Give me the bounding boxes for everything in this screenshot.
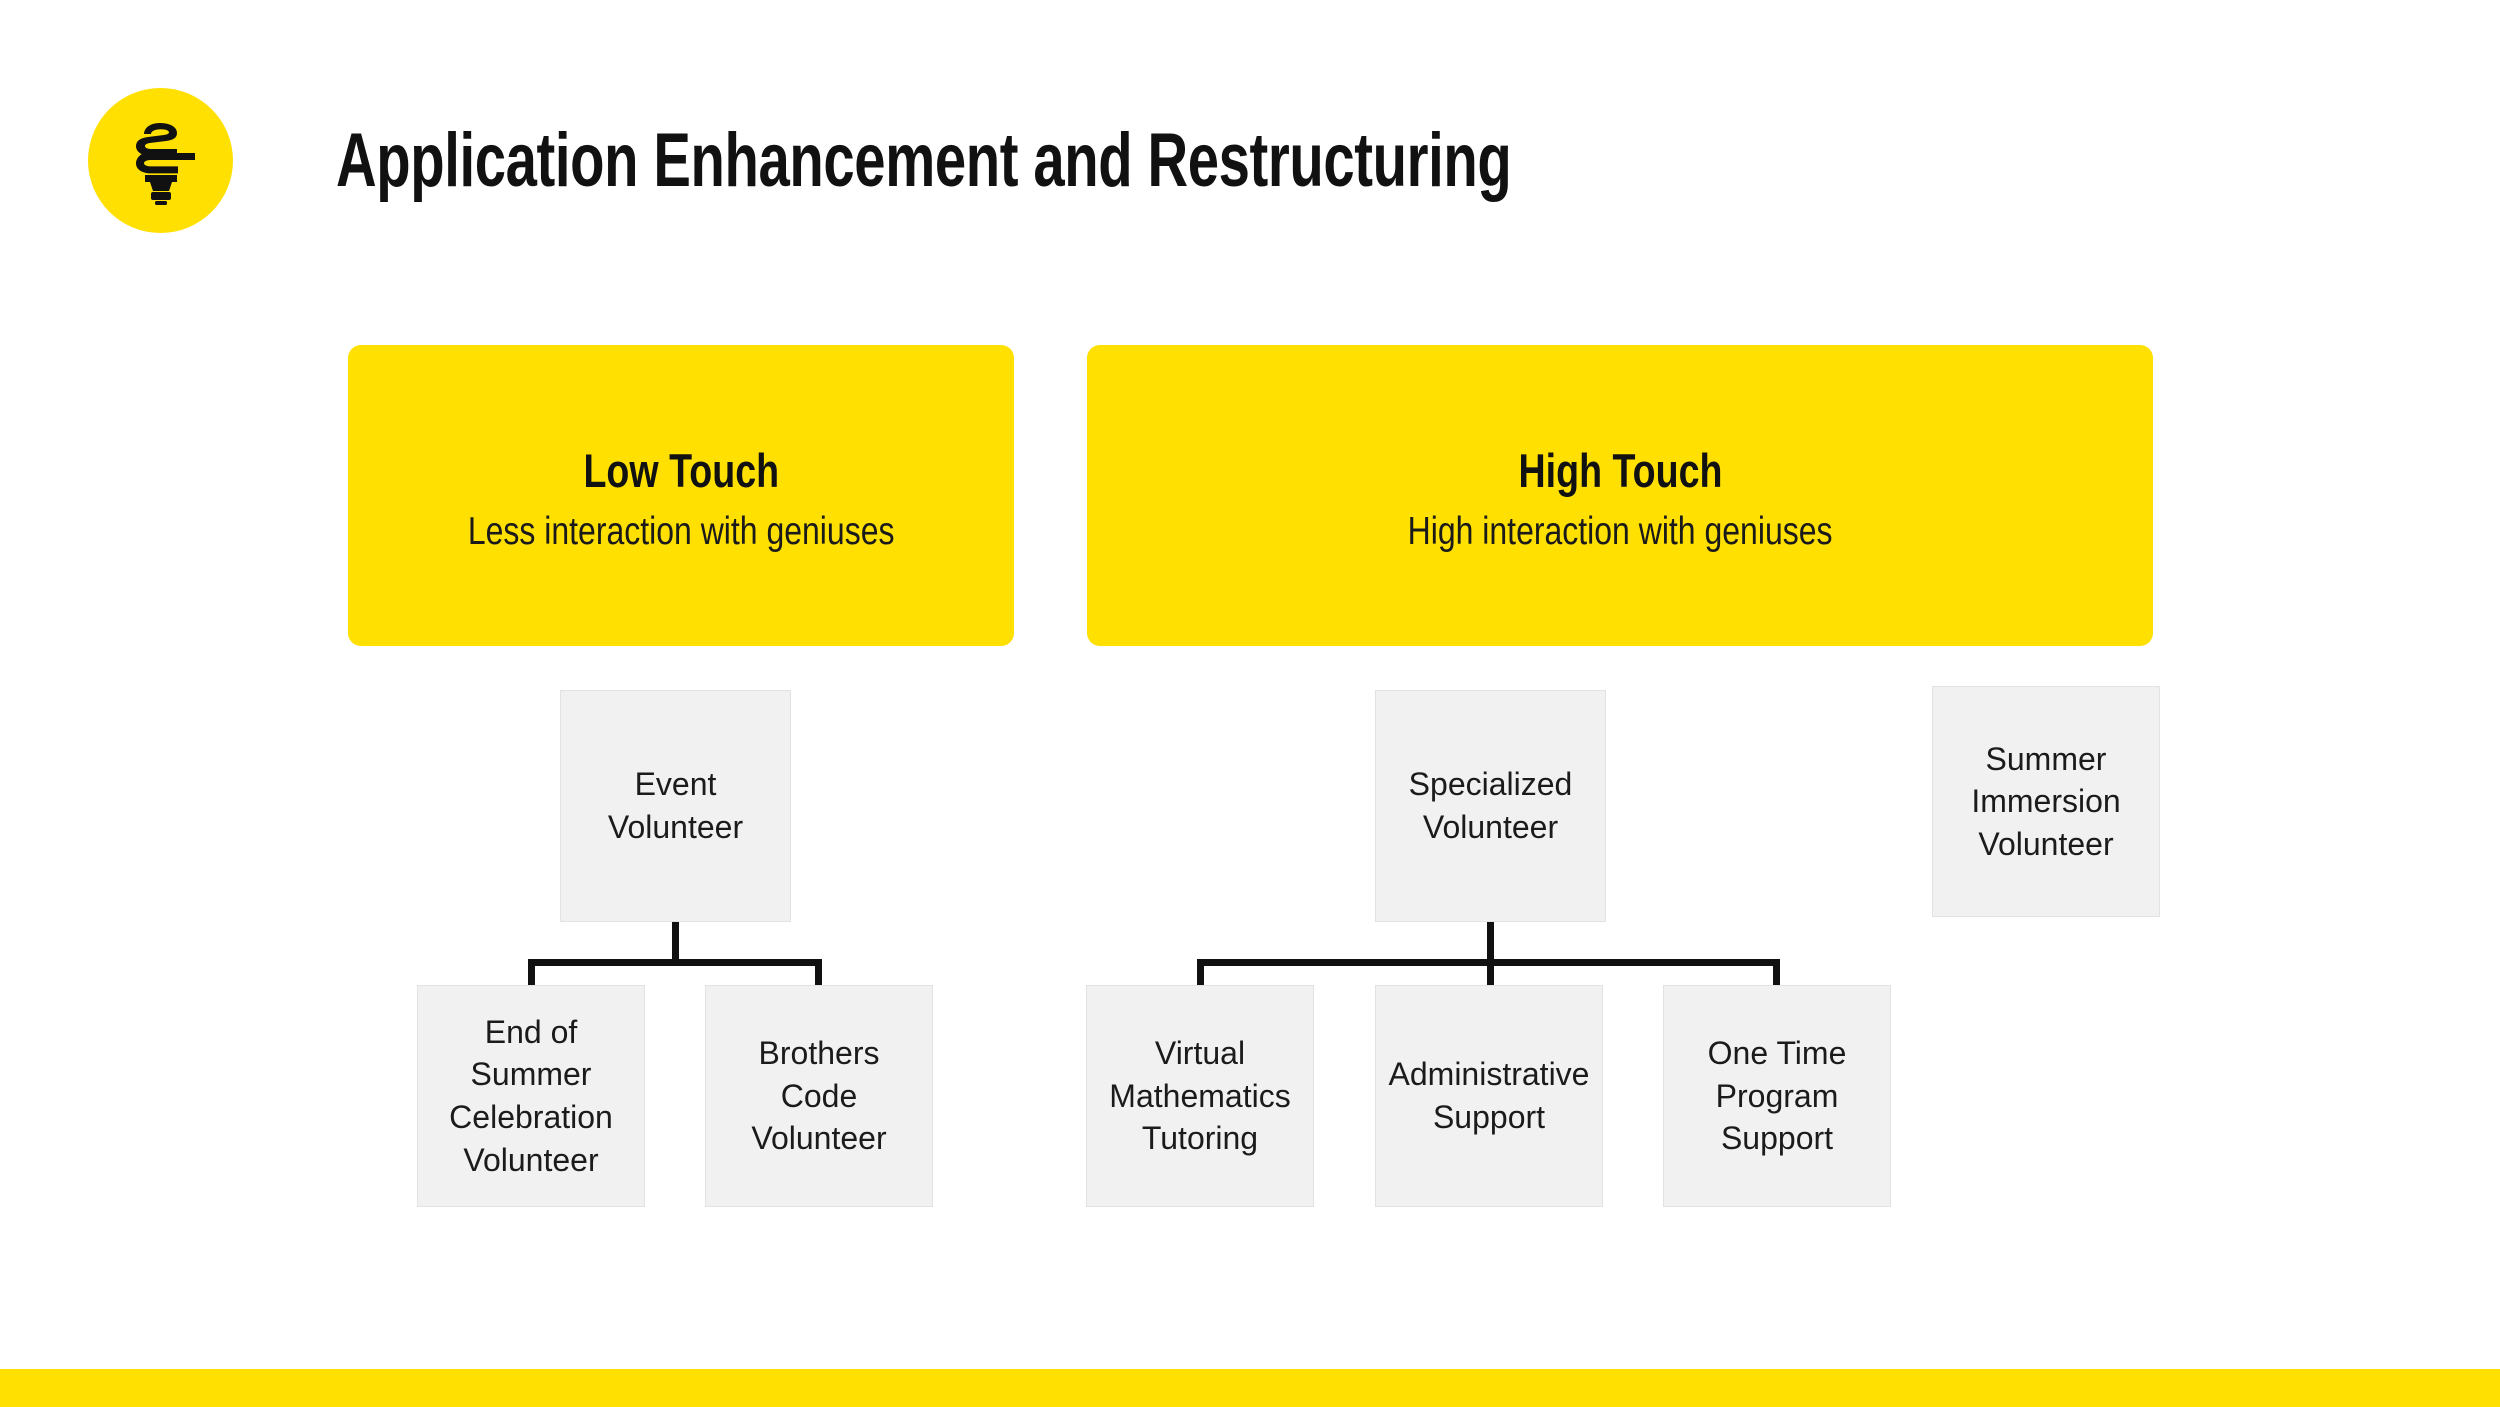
category-card-high-touch[interactable]: High Touch High interaction with geniuse… (1087, 345, 2153, 646)
connector-specialized-to-virtual (1197, 959, 1204, 987)
footer-accent-bar (0, 1369, 2500, 1407)
org-node-label: One Time Program Support (1707, 1035, 1847, 1157)
connector-event-stem (672, 918, 679, 966)
org-node-label: Brothers Code Volunteer (751, 1035, 887, 1157)
org-node-brothers-code-volunteer[interactable]: Brothers Code Volunteer (705, 985, 933, 1207)
org-node-label: End of Summer Celebration Volunteer (449, 1013, 613, 1178)
category-subtitle: Less interaction with geniuses (467, 510, 895, 553)
connector-event-to-end-summer (528, 959, 535, 987)
org-node-label: Summer Immersion Volunteer (1971, 740, 2121, 862)
org-node-label: Specialized Volunteer (1408, 766, 1573, 845)
org-node-label: Event Volunteer (607, 766, 744, 845)
page-title: Application Enhancement and Restructurin… (336, 117, 1512, 203)
org-node-end-of-summer-celebration-volunteer[interactable]: End of Summer Celebration Volunteer (417, 985, 645, 1207)
org-node-one-time-program-support[interactable]: One Time Program Support (1663, 985, 1891, 1207)
org-node-specialized-volunteer[interactable]: Specialized Volunteer (1375, 690, 1606, 922)
category-title: Low Touch (583, 444, 779, 497)
category-title: High Touch (1518, 444, 1722, 497)
logo-badge (88, 88, 233, 233)
org-node-summer-immersion-volunteer[interactable]: Summer Immersion Volunteer (1932, 686, 2160, 917)
lightbulb-cfl-icon (122, 115, 200, 207)
org-node-label: Virtual Mathematics Tutoring (1109, 1035, 1291, 1157)
org-node-administrative-support[interactable]: Administrative Support (1375, 985, 1603, 1207)
connector-event-bus (528, 959, 822, 966)
org-node-virtual-mathematics-tutoring[interactable]: Virtual Mathematics Tutoring (1086, 985, 1314, 1207)
org-node-event-volunteer[interactable]: Event Volunteer (560, 690, 791, 922)
org-node-label: Administrative Support (1388, 1056, 1590, 1135)
slide-header: Application Enhancement and Restructurin… (88, 88, 1924, 233)
connector-specialized-to-one-time (1773, 959, 1780, 987)
category-subtitle: High interaction with geniuses (1407, 510, 1833, 553)
category-card-low-touch[interactable]: Low Touch Less interaction with geniuses (348, 345, 1014, 646)
connector-event-to-brothers (815, 959, 822, 987)
connector-specialized-stem (1487, 918, 1494, 987)
connector-specialized-bus (1197, 959, 1780, 966)
